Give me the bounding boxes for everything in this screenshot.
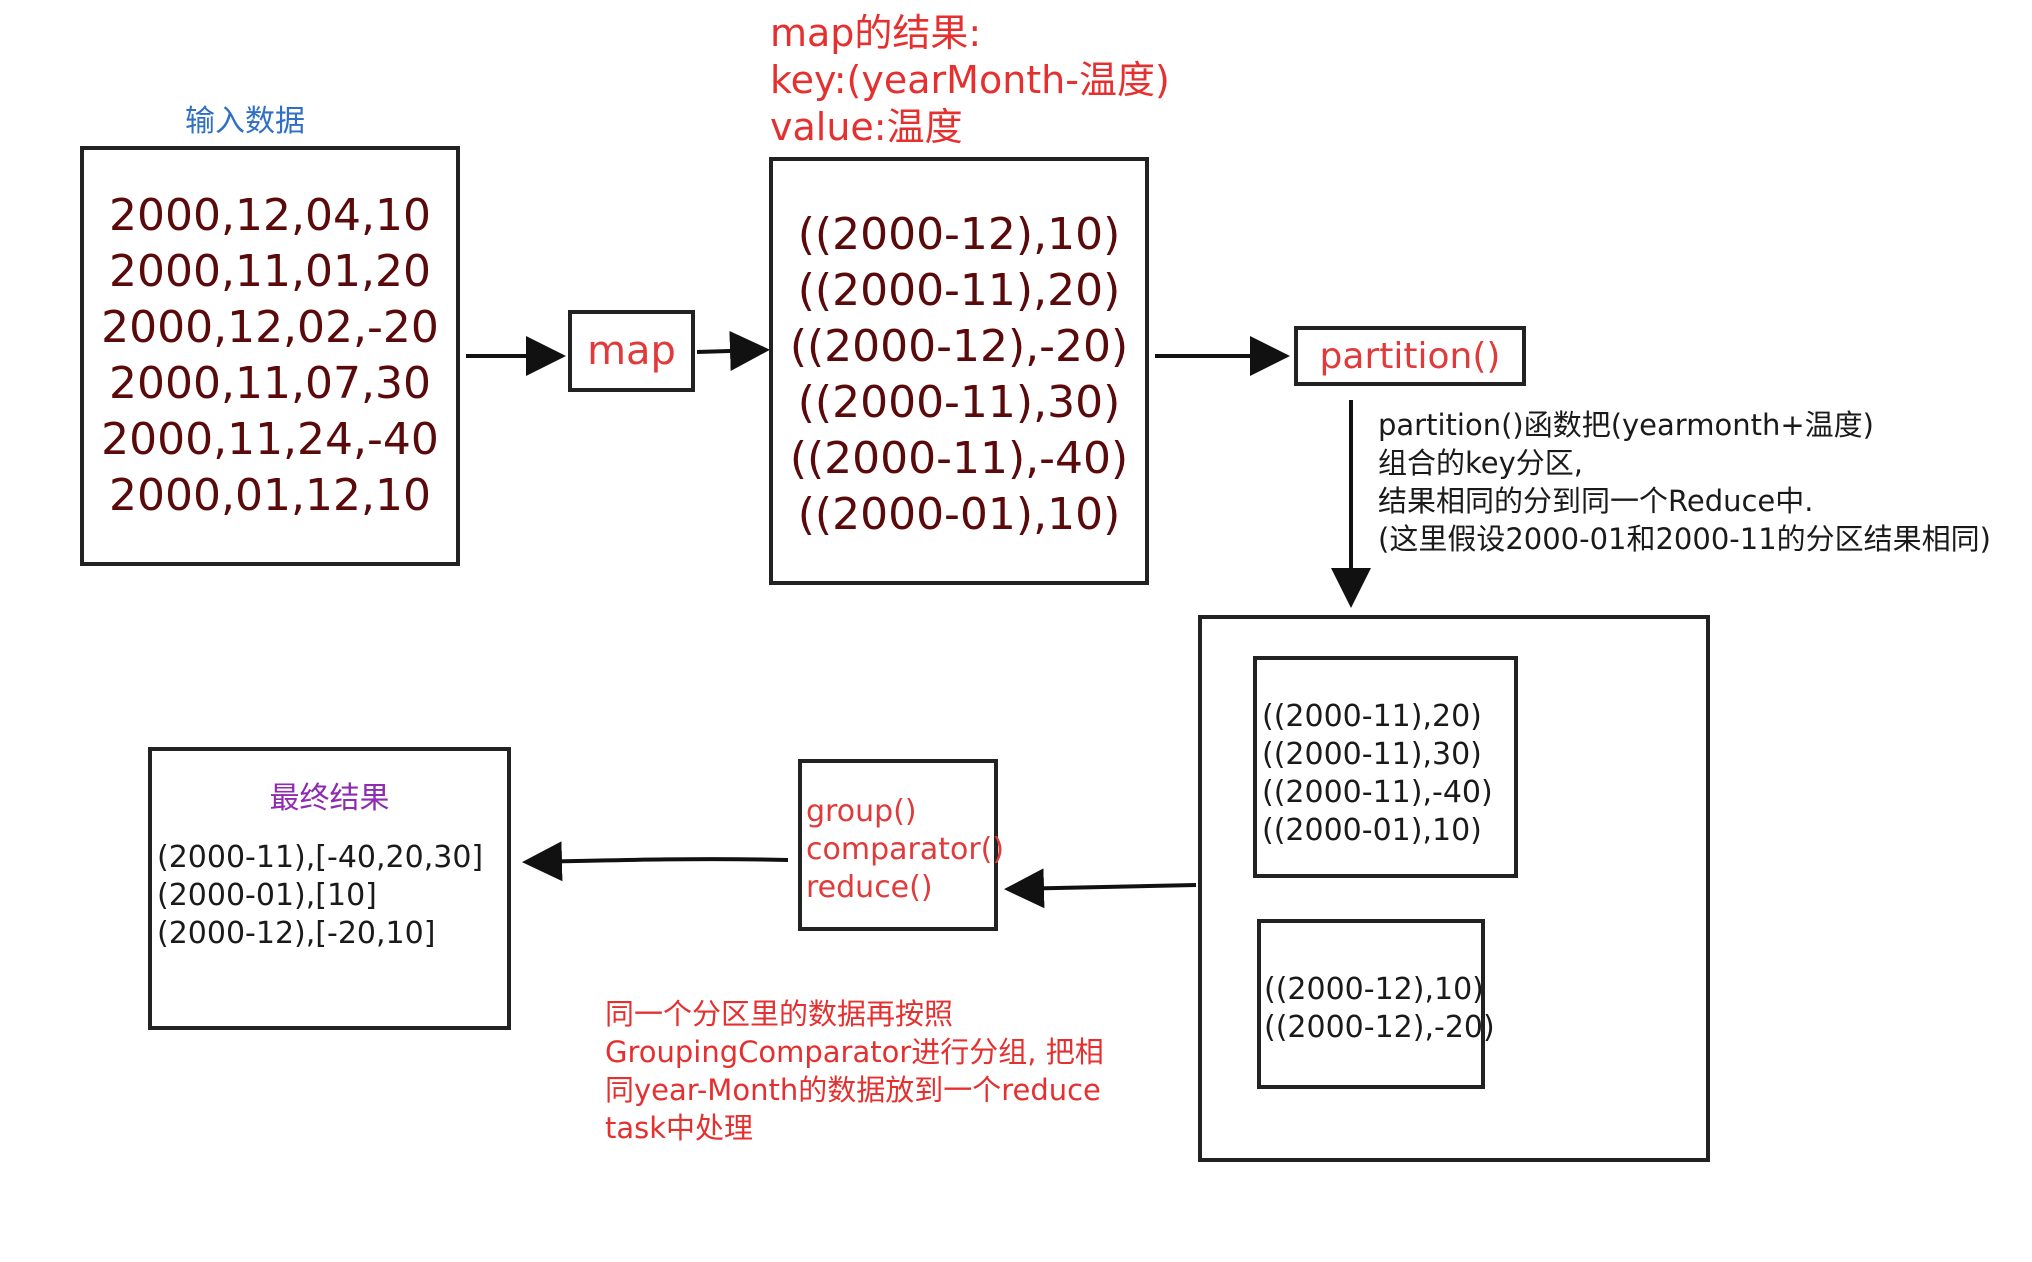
input-title: 输入数据 — [185, 104, 305, 139]
group-step-line: reduce() — [806, 870, 933, 905]
partition-box-1: ((2000-11),20) ((2000-11),30) ((2000-11)… — [1253, 656, 1518, 878]
final-result-line: (2000-01),[10] — [157, 878, 377, 913]
partition-1-line: ((2000-11),30) — [1262, 737, 1482, 772]
input-line: 2000,01,12,10 — [109, 470, 431, 521]
group-note-line: 同year-Month的数据放到一个reduce — [605, 1073, 1101, 1107]
input-line: 2000,12,02,-20 — [101, 302, 439, 353]
map-result-line: ((2000-11),20) — [797, 265, 1121, 316]
map-result-line: ((2000-11),30) — [797, 377, 1121, 428]
map-result-line: ((2000-12),10) — [797, 209, 1121, 260]
partition-2-line: ((2000-12),-20) — [1264, 1010, 1495, 1045]
final-result-box: 最终结果 (2000-11),[-40,20,30] (2000-01),[10… — [148, 747, 511, 1030]
partition-2-lines: ((2000-12),10) ((2000-12),-20) — [1264, 971, 1495, 1047]
group-note-line: GroupingComparator进行分组, 把相 — [605, 1035, 1104, 1069]
partition-note-line: (这里假设2000-01和2000-11的分区结果相同) — [1378, 522, 1991, 556]
map-step-label: map — [587, 328, 676, 374]
group-step-line: group() — [806, 794, 917, 829]
partition-step-box: partition() — [1294, 326, 1526, 386]
partition-2-line: ((2000-12),10) — [1264, 972, 1484, 1007]
group-note-line: 同一个分区里的数据再按照 — [605, 997, 954, 1031]
group-step-box: group() comparator() reduce() — [798, 759, 1004, 931]
arrow-partitions-to-group — [1004, 868, 1197, 909]
partition-note-line: 结果相同的分到同一个Reduce中. — [1378, 484, 1814, 518]
map-result-header-line: value:温度 — [770, 105, 963, 149]
arrow-map-to-result — [696, 330, 770, 371]
partition-box-2: ((2000-12),10) ((2000-12),-20) — [1257, 919, 1495, 1089]
partition-note: partition()函数把(yearmonth+温度) 组合的key分区, 结… — [1378, 406, 1991, 558]
map-result-header-line: map的结果: — [770, 11, 982, 55]
map-result-header: map的结果: key:(yearMonth-温度) value:温度 — [770, 10, 1170, 151]
map-result-lines: ((2000-12),10) ((2000-11),20) ((2000-12)… — [773, 207, 1145, 543]
map-result-header-line: key:(yearMonth-温度) — [770, 58, 1170, 102]
group-step-lines: group() comparator() reduce() — [806, 793, 1004, 907]
group-note-line: task中处理 — [605, 1111, 754, 1145]
partition-1-lines: ((2000-11),20) ((2000-11),30) ((2000-11)… — [1262, 698, 1493, 850]
final-result-lines: (2000-11),[-40,20,30] (2000-01),[10] (20… — [157, 839, 483, 953]
map-result-line: ((2000-01),10) — [797, 489, 1121, 540]
input-lines: 2000,12,04,10 2000,11,01,20 2000,12,02,-… — [84, 188, 456, 524]
input-line: 2000,11,24,-40 — [101, 414, 439, 465]
partition-1-line: ((2000-11),-40) — [1262, 775, 1493, 810]
final-result-title: 最终结果 — [269, 781, 390, 816]
partition-step-label: partition() — [1319, 336, 1501, 377]
group-step-line: comparator() — [806, 832, 1005, 867]
partition-1-line: ((2000-11),20) — [1262, 699, 1482, 734]
input-line: 2000,11,07,30 — [109, 358, 431, 409]
group-note: 同一个分区里的数据再按照 GroupingComparator进行分组, 把相 … — [605, 995, 1104, 1147]
map-result-line: ((2000-12),-20) — [789, 321, 1129, 372]
final-result-line: (2000-11),[-40,20,30] — [157, 840, 484, 875]
map-step-box: map — [568, 310, 695, 392]
map-result-line: ((2000-11),-40) — [789, 433, 1129, 484]
partition-note-line: 组合的key分区, — [1378, 446, 1583, 480]
map-result-box: ((2000-12),10) ((2000-11),20) ((2000-12)… — [769, 157, 1149, 585]
final-result-line: (2000-12),[-20,10] — [157, 916, 436, 951]
input-data-box: 2000,12,04,10 2000,11,01,20 2000,12,02,-… — [80, 146, 460, 566]
input-line: 2000,11,01,20 — [109, 246, 431, 297]
partition-note-line: partition()函数把(yearmonth+温度) — [1378, 408, 1874, 442]
partition-1-line: ((2000-01),10) — [1262, 813, 1482, 848]
input-line: 2000,12,04,10 — [109, 190, 431, 241]
arrow-group-to-final — [522, 841, 789, 882]
